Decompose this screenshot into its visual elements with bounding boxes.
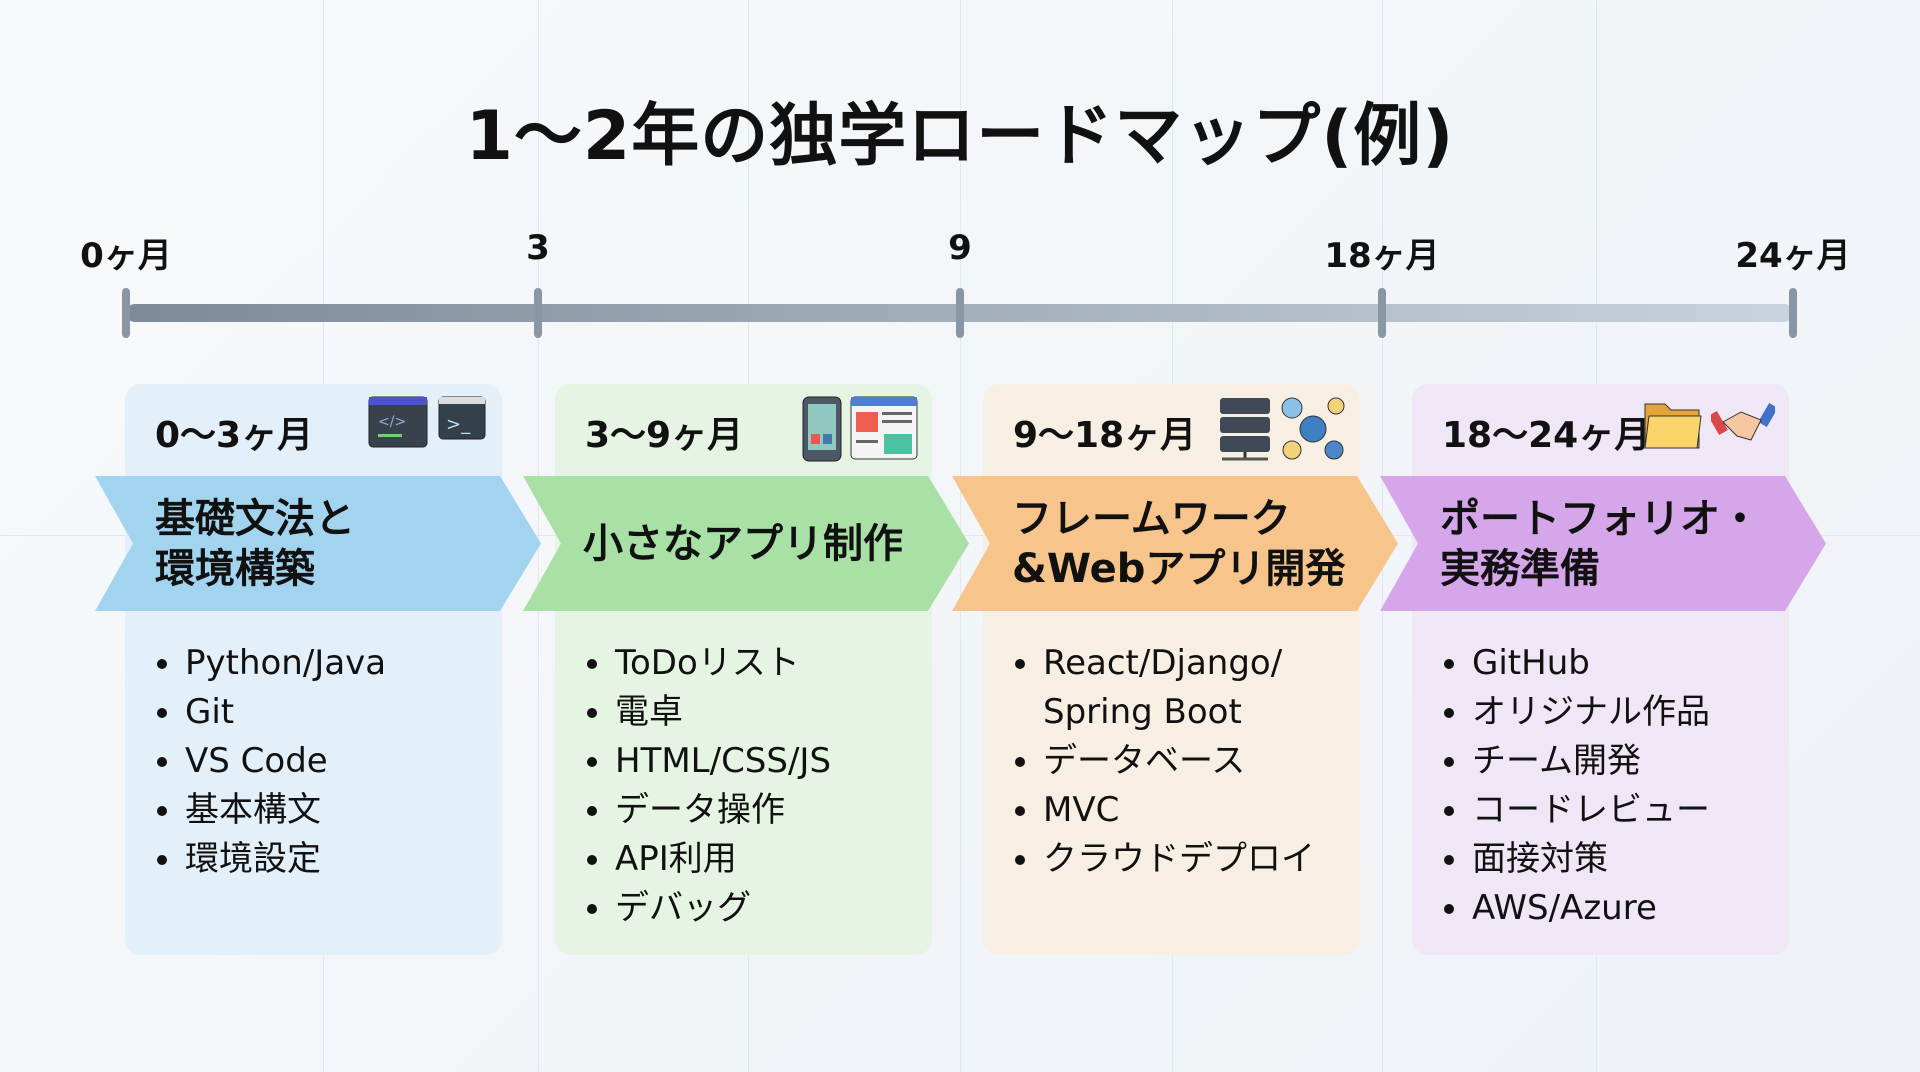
svg-text:</>: </> bbox=[378, 414, 406, 430]
list-item: ToDoリスト bbox=[585, 639, 831, 688]
list-item: 電卓 bbox=[585, 688, 831, 737]
list-item: React/Django/ Spring Boot bbox=[1013, 639, 1315, 737]
smartphone-app-icon bbox=[802, 396, 842, 466]
timeline-label: 9 bbox=[948, 228, 972, 268]
network-globe-icon bbox=[1280, 396, 1346, 466]
page-title: 1〜2年の独学ロードマップ(例) bbox=[465, 97, 1455, 176]
list-item: クラウドデプロイ bbox=[1013, 835, 1315, 884]
code-window-icon: </> bbox=[368, 396, 430, 452]
list-item: 面接対策 bbox=[1442, 835, 1710, 884]
list-item: HTML/CSS/JS bbox=[585, 737, 831, 786]
timeline-label: 18ヶ月 bbox=[1324, 236, 1440, 276]
list-item: VS Code bbox=[155, 737, 386, 786]
timeline-tick bbox=[1378, 288, 1386, 338]
list-item: MVC bbox=[1013, 786, 1315, 835]
list-item: デバッグ bbox=[585, 884, 831, 933]
timeline-label: 3 bbox=[526, 228, 550, 268]
timeline-tick bbox=[122, 288, 130, 338]
phase-period: 9〜18ヶ月 bbox=[1013, 415, 1197, 456]
list-item: 基本構文 bbox=[155, 786, 386, 835]
phase-arrow: ポートフォリオ・ 実務準備 bbox=[1380, 476, 1826, 611]
folder-icon bbox=[1643, 396, 1703, 454]
list-item: オリジナル作品 bbox=[1442, 688, 1710, 737]
timeline-label: 0ヶ月 bbox=[80, 236, 172, 276]
list-item: データベース bbox=[1013, 737, 1315, 786]
svg-text:>_: >_ bbox=[446, 414, 471, 435]
phase-heading: ポートフォリオ・ 実務準備 bbox=[1440, 495, 1760, 592]
list-item: コードレビュー bbox=[1442, 786, 1710, 835]
phase-arrow: 基礎文法と 環境構築 bbox=[95, 476, 541, 611]
phase-arrow: 小さなアプリ制作 bbox=[523, 476, 969, 611]
list-item: 環境設定 bbox=[155, 835, 386, 884]
phase-period: 3〜9ヶ月 bbox=[585, 415, 744, 456]
timeline-tick bbox=[1789, 288, 1797, 338]
list-item: GitHub bbox=[1442, 639, 1710, 688]
timeline-label: 24ヶ月 bbox=[1735, 236, 1851, 276]
list-item: Git bbox=[155, 688, 386, 737]
terminal-icon: >_ bbox=[438, 396, 488, 452]
phase-period: 18〜24ヶ月 bbox=[1442, 415, 1651, 456]
list-item: データ操作 bbox=[585, 786, 831, 835]
timeline-tick bbox=[534, 288, 542, 338]
list-item: AWS/Azure bbox=[1442, 884, 1710, 933]
grid-line bbox=[538, 0, 539, 1072]
phase-arrow: フレームワーク &Webアプリ開発 bbox=[952, 476, 1398, 611]
server-icon bbox=[1218, 396, 1272, 466]
timeline-tick bbox=[956, 288, 964, 338]
phase-heading: フレームワーク &Webアプリ開発 bbox=[1012, 495, 1346, 592]
phase-period: 0〜3ヶ月 bbox=[155, 415, 314, 456]
web-page-icon bbox=[850, 396, 918, 466]
list-item: チーム開発 bbox=[1442, 737, 1710, 786]
list-item: Python/Java bbox=[155, 639, 386, 688]
handshake-icon bbox=[1708, 396, 1778, 454]
phase-heading: 基礎文法と 環境構築 bbox=[155, 495, 355, 592]
list-item: API利用 bbox=[585, 835, 831, 884]
phase-heading: 小さなアプリ制作 bbox=[583, 520, 903, 567]
